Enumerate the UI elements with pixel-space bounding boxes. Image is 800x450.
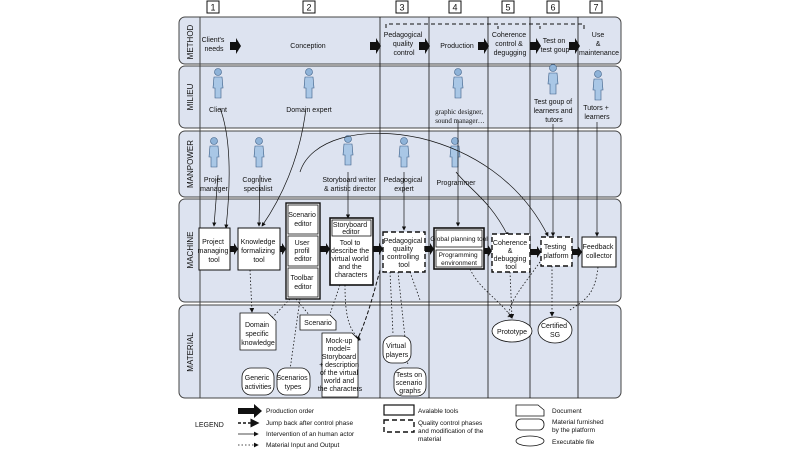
material-io-arrows	[249, 261, 599, 371]
person-icon	[212, 68, 224, 99]
legend: LEGEND Production order Jump back after …	[195, 404, 605, 449]
legend-production-symbol	[238, 404, 262, 418]
lane-label-method: METHOD	[186, 24, 195, 59]
legend-title: LEGEND	[195, 422, 224, 429]
actor-programmer: Programmer	[437, 180, 477, 187]
tool-user-profil-editor: User profil editor	[294, 240, 312, 263]
legend-available-tools: Avalable tools	[418, 408, 459, 415]
tool-knowledge-formalizing: Knowledge formalizing tool	[241, 239, 278, 264]
legend-intervention: Intervention of an human actor	[266, 431, 355, 438]
tool-pedagogical-quality: Pedagogical quality controlling tool	[384, 238, 424, 269]
lane-manpower	[178, 130, 622, 198]
legend-quality-control: Quality control phases and modification …	[418, 420, 485, 443]
tool-programming-env: Programming environment	[439, 252, 480, 267]
person-icon	[398, 137, 410, 168]
tool-labels: Project managing tool Knowledge formaliz…	[198, 212, 616, 291]
legend-document: Document	[552, 408, 582, 415]
lane-milieu	[178, 65, 622, 129]
milieu-labels: Client Domain expert graphic designer, s…	[209, 99, 611, 125]
tool-project-managing: Project managing tool	[198, 239, 231, 264]
phase-box-7	[589, 0, 603, 14]
tool-toolbar-editor: Toolbar editor	[291, 275, 316, 291]
material-scenario: Scenario	[304, 320, 332, 327]
lane-label-milieu: MILIEU	[186, 83, 195, 110]
lane-label-manpower: MANPOWER	[186, 140, 195, 188]
person-icon	[547, 64, 559, 95]
phase-number: 6	[550, 3, 555, 13]
actor-cognitive-specialist: Cognitive specialist	[242, 177, 273, 193]
person-icon	[592, 70, 604, 101]
step-clients-needs: Client's needs	[202, 37, 227, 53]
phase-box-4	[448, 0, 462, 14]
legend-material-io: Material Input and Output	[266, 442, 340, 449]
method-steps: Client's needs Conception Pedagogical qu…	[202, 23, 619, 57]
actor-graphic-designer: graphic designer, sound manager…	[435, 108, 485, 125]
person-icon	[449, 137, 461, 168]
phase-box-6	[546, 0, 560, 14]
phase-number: 2	[306, 3, 311, 13]
tool-coherence-debugging: Coherence & debugging tool	[493, 240, 529, 271]
phase-box-1	[206, 0, 220, 14]
step-conception: Conception	[290, 43, 326, 50]
tool-scenario-editor: Scenario editor	[288, 212, 318, 228]
person-icon	[342, 135, 354, 166]
actor-client: Client	[209, 107, 227, 114]
legend-material-furnished: Material furnished by the platform	[552, 419, 605, 434]
step-pedagogical-quality-control: Pedagogical quality control	[384, 32, 424, 57]
lane-label-material: MATERIAL	[186, 332, 195, 372]
material-generic-activities: Generic activities	[245, 375, 272, 391]
tool-testing-platform: Testing platform	[543, 244, 568, 260]
material-labels: Domain specific knowledge Scenario Mock-…	[241, 320, 569, 395]
step-test: Test on test goup	[541, 38, 570, 54]
material-certified-sg: Certified SG	[541, 323, 569, 339]
material-mockup: Mock-up model= Storyboard + description …	[318, 338, 363, 393]
tool-global-planning: Global planning tool	[430, 236, 488, 243]
intervention-arrows	[212, 107, 600, 237]
lane-label-machine: MACHINE	[186, 232, 195, 269]
actor-tutors-learners: Tutors + learners	[583, 105, 611, 121]
tool-production-arrows	[230, 243, 582, 258]
phase-number: 1	[210, 3, 215, 13]
legend-executable: Executable file	[552, 439, 595, 446]
phase-number: 5	[505, 3, 510, 13]
tool-feedback-collector: Feedback collector	[583, 244, 616, 260]
phase-box-3	[395, 0, 409, 14]
step-coherence-control: Coherence control & degugging	[492, 32, 528, 57]
phase-number: 4	[452, 3, 457, 13]
tool-virtual-world: Tool to describe the virtual world and t…	[331, 240, 371, 279]
phase-number: 3	[399, 3, 404, 13]
material-domain-knowledge: Domain specific knowledge	[241, 322, 275, 347]
person-icon	[303, 68, 315, 99]
material-items	[239, 312, 573, 398]
actors	[208, 64, 604, 168]
tool-storyboard-editor: Storyboard editor	[333, 222, 369, 236]
lane-method	[178, 16, 622, 65]
legend-jump-back: Jump back after control phase	[266, 420, 353, 427]
phase-box-5	[501, 0, 515, 14]
actor-domain-expert: Domain expert	[286, 107, 332, 114]
actor-storyboard-writer: Storyboard writer & artistic director	[322, 177, 377, 193]
legend-production-order: Production order	[266, 408, 315, 415]
person-icon	[208, 137, 220, 168]
material-prototype: Prototype	[497, 329, 527, 336]
phase-numbers: 1 2 3 4 5 6 7	[206, 0, 603, 14]
person-icon	[253, 137, 265, 168]
step-use-maintenance: Use & maintenance	[579, 32, 619, 57]
phase-number: 7	[593, 3, 598, 13]
actor-project-manager: Projet manager	[200, 177, 228, 193]
material-scenarios-types: Scenarios types	[276, 375, 309, 391]
actor-test-group: Test goup of learners and tutors	[534, 99, 575, 124]
material-virtual-players: Virtual players	[386, 343, 409, 359]
phase-box-2	[302, 0, 316, 14]
person-icon	[452, 68, 464, 99]
step-production: Production	[440, 43, 474, 50]
material-tests-on-graphs: Tests on scenario graphs	[396, 372, 424, 395]
